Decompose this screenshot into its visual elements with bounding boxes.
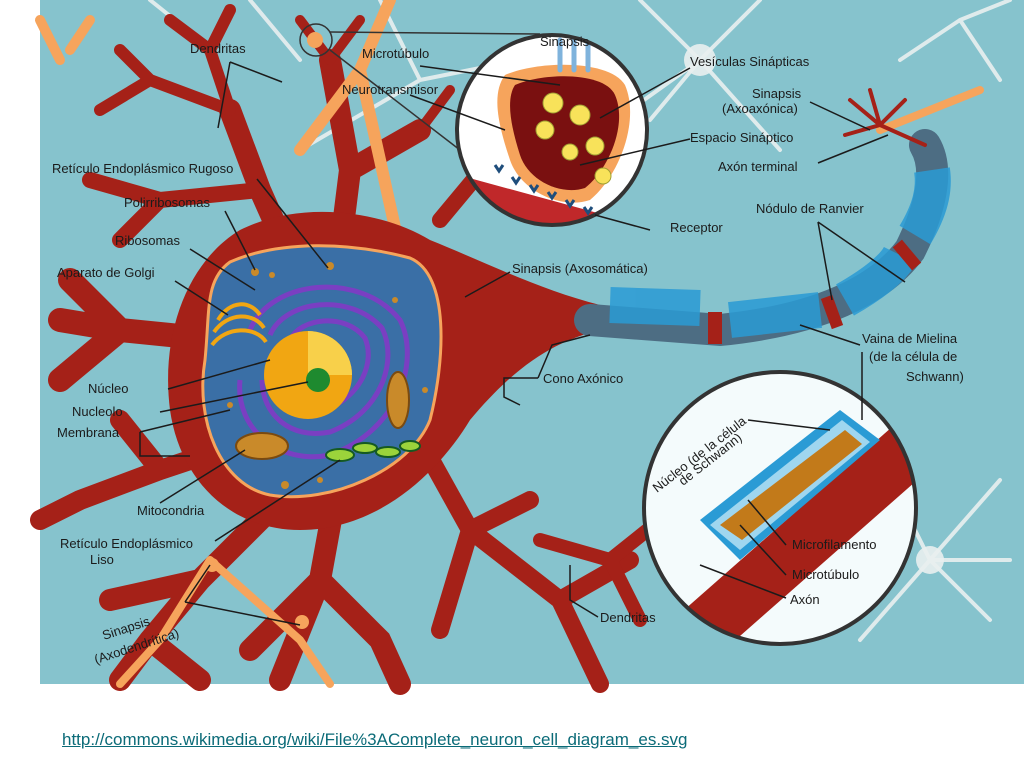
label-espacio-sinaptico: Espacio Sináptico <box>690 130 793 145</box>
label-vaina-mielina-1: Vaina de Mielina <box>862 331 958 346</box>
label-nodulo-ranvier: Nódulo de Ranvier <box>756 201 864 216</box>
zoom-connectors <box>299 23 541 151</box>
label-sinapsis-top: Sinapsis <box>540 34 590 49</box>
myelin-sheath <box>609 167 951 338</box>
nucleus-cutaway <box>308 331 352 375</box>
ranvier-nodes <box>708 239 922 344</box>
label-neurotransmisor: Neurotransmisor <box>342 82 439 97</box>
synapse-bouton <box>307 32 323 48</box>
golgi <box>210 302 268 347</box>
label-membrana: Membrana <box>57 425 120 440</box>
background-neuron-body-2 <box>916 546 944 574</box>
label-dendritas-top: Dendritas <box>190 41 246 56</box>
label-microtubulo-bottom: Microtúbulo <box>792 567 859 582</box>
label-nucleo: Núcleo <box>88 381 128 396</box>
orange-axons <box>35 0 984 688</box>
label-reticulo-liso-1: Retículo Endoplásmico <box>60 536 193 551</box>
ribosomes <box>227 262 428 489</box>
label-axon-terminal: Axón terminal <box>718 159 798 174</box>
label-aparato-golgi: Aparato de Golgi <box>57 265 155 280</box>
synapse-bouton-3 <box>295 615 309 629</box>
mitochondrion-2 <box>386 371 410 429</box>
label-polirribosomas: Polirribosomas <box>124 195 210 210</box>
leader-lines <box>139 61 906 626</box>
label-cono-axonico: Cono Axónico <box>543 371 623 386</box>
background-neuron-body <box>684 44 716 76</box>
label-reticulo-rugoso: Retículo Endoplásmico Rugoso <box>52 161 233 176</box>
label-reticulo-liso-2: Liso <box>90 552 114 567</box>
axon-terminal <box>843 88 927 147</box>
label-sinapsis-axoaxonica-2: (Axoaxónica) <box>722 101 798 116</box>
smooth-er <box>325 440 421 462</box>
label-dendritas-bottom: Dendritas <box>600 610 656 625</box>
source-link[interactable]: http://commons.wikimedia.org/wiki/File%3… <box>62 730 688 749</box>
nucleolus <box>306 368 330 392</box>
label-receptor: Receptor <box>670 220 723 235</box>
label-sinapsis-axosomatica: Sinapsis (Axosomática) <box>512 261 648 276</box>
dendrite-tree <box>30 4 767 695</box>
label-microtubulo-top: Microtúbulo <box>362 46 429 61</box>
label-ribosomas: Ribosomas <box>115 233 181 248</box>
label-vaina-mielina-2: (de la célula de <box>869 349 957 364</box>
label-nucleolo: Nucleolo <box>72 404 123 419</box>
label-axon: Axón <box>790 592 820 607</box>
myelin-inset <box>642 370 918 646</box>
label-mitocondria: Mitocondria <box>137 503 205 518</box>
label-vaina-mielina-3: Schwann) <box>906 369 964 384</box>
label-vesiculas: Vesículas Sinápticas <box>690 54 810 69</box>
mitochondrion <box>235 432 289 460</box>
label-microfilamento: Microfilamento <box>792 537 877 552</box>
label-sinapsis-axoaxonica-1: Sinapsis <box>752 86 802 101</box>
